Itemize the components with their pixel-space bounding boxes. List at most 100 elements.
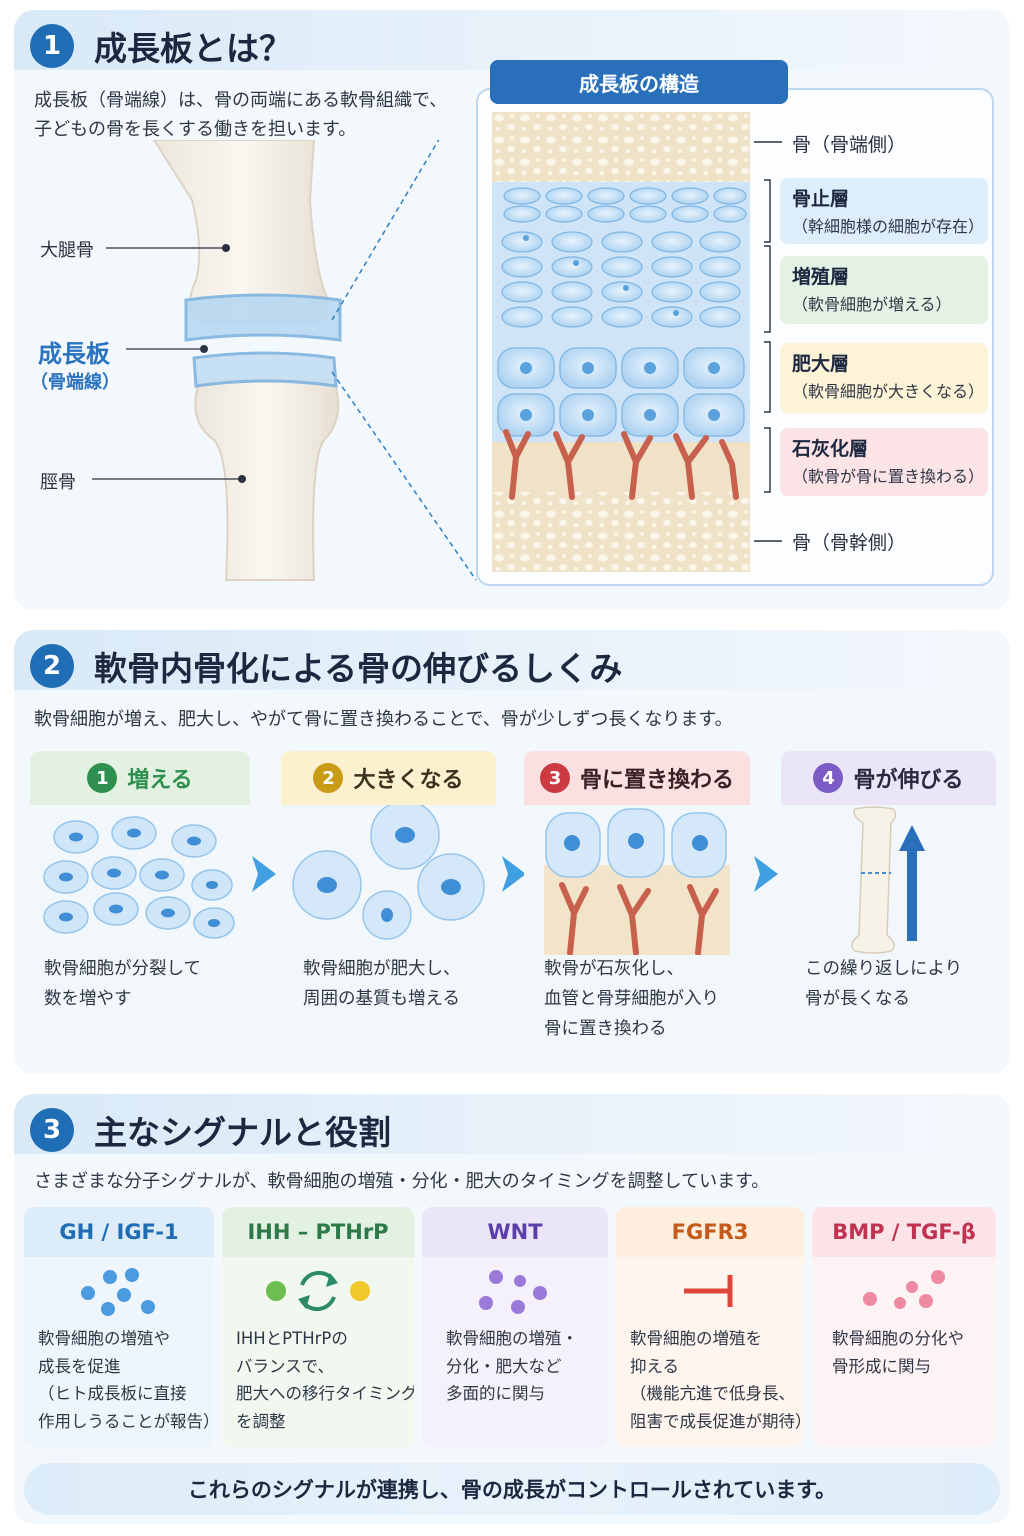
step-arrow-icon — [754, 856, 778, 892]
layer-desc: （軟骨細胞が大きくなる） — [792, 382, 985, 401]
section-title: 主なシグナルと役割 — [94, 1113, 391, 1152]
signal-description: 軟骨細胞の増殖や 成長を促進 （ヒト成長板に直接 作用しうることが報告） — [38, 1325, 214, 1435]
step-card-ossify: 3 骨に置き換わる 軟骨が石灰化し、 血管と骨芽細胞が入り 骨に置き換わる — [524, 751, 750, 1051]
signal-line: （機能亢進で低身長、 — [630, 1384, 795, 1403]
section-title: 成長板とは？ — [94, 29, 292, 68]
signal-line: 阻害で成長促進が期待） — [630, 1411, 804, 1431]
signal-line: 多面的に関与 — [446, 1384, 545, 1403]
step-arrow-icon — [252, 856, 276, 892]
section-header — [14, 1094, 1010, 1154]
signal-description: IHHとPTHrPの バランスで、 肥大への移行タイミング を調整 — [236, 1325, 414, 1435]
calcification-illustration — [544, 808, 730, 955]
bone-epiphysis-label: 骨（骨端側） — [792, 134, 907, 156]
section-header — [14, 630, 1010, 690]
growth-plate-sublabel: （骨端線） — [30, 372, 120, 393]
signal-card-bmp-tgfb: BMP / TGF-β 軟骨細胞の分化や 骨形成に関与 — [812, 1207, 996, 1447]
section3-lead: さまざまな分子シグナルが、軟骨細胞の増殖・分化・肥大のタイミングを調整しています… — [34, 1171, 770, 1192]
signal-name: FGFR3 — [616, 1207, 804, 1257]
structure-title-banner: 成長板の構造 — [490, 60, 788, 104]
section-title: 軟骨内骨化による骨の伸びるしくみ — [94, 649, 623, 688]
bone-diaphysis-label: 骨（骨幹側） — [792, 532, 907, 554]
feedback-loop-icon — [266, 1270, 370, 1312]
layer-resting: 骨止層 （幹細胞様の細胞が存在） — [780, 178, 988, 244]
signal-name: WNT — [422, 1207, 608, 1257]
layer-desc: （軟骨細胞が増える） — [792, 295, 952, 314]
signal-line: 作用しうることが報告） — [38, 1411, 214, 1431]
signal-description: 軟骨細胞の増殖を 抑える （機能亢進で低身長、 阻害で成長促進が期待） — [630, 1325, 804, 1435]
step-line: 骨が長くなる — [805, 989, 910, 1009]
inhibition-icon — [684, 1275, 733, 1307]
step-title: 大きくなる — [353, 768, 464, 793]
signal-card-fgfr3: FGFR3 軟骨細胞の増殖を 抑える （機能亢進で低身長、 阻害で成長促進が期待… — [616, 1207, 804, 1447]
step-line: 周囲の基質も増える — [303, 989, 460, 1009]
knee-illustration — [92, 140, 477, 581]
signal-line: 分化・肥大など — [446, 1356, 562, 1376]
step-card-lengthen: 4 骨が伸びる この繰り返しにより 骨が長くなる — [781, 751, 996, 1051]
summary-text: これらのシグナルが連携し、骨の成長がコントロールされています。 — [187, 1478, 837, 1502]
bottom-connector — [754, 540, 782, 542]
tibia-label: 脛骨 — [40, 472, 76, 493]
hypertrophic-cells-illustration — [292, 805, 485, 940]
signal-name: IHH – PTHrP — [222, 1207, 414, 1257]
signal-card-wnt: WNT 軟骨細胞の増殖・ 分化・肥大など 多面的に関与 — [422, 1207, 608, 1447]
step-description: この繰り返しにより 骨が長くなる — [805, 954, 988, 1014]
step-description: 軟骨細胞が分裂して 数を増やす — [44, 954, 242, 1014]
section-number-badge: 3 — [30, 1108, 74, 1152]
step-title: 増える — [127, 768, 193, 793]
step-header: 1 増える — [30, 751, 250, 805]
femur-label: 大腿骨 — [40, 240, 94, 261]
signal-line: 成長を促進 — [38, 1356, 121, 1376]
layer-name: 増殖層 — [792, 266, 850, 288]
step-number: 3 — [539, 763, 570, 793]
signal-line: 軟骨細胞の増殖を — [630, 1329, 762, 1348]
growth-plate-cross-section — [492, 112, 750, 572]
step-title: 骨に置き換わる — [579, 768, 734, 793]
step-description: 軟骨が石灰化し、 血管と骨芽細胞が入り 骨に置き換わる — [544, 954, 742, 1044]
signal-line: を調整 — [236, 1411, 286, 1431]
layer-calcification: 石灰化層 （軟骨が骨に置き換わる） — [780, 428, 988, 496]
cells-dividing-illustration — [43, 816, 235, 939]
growth-plate-label: 成長板 — [38, 340, 110, 368]
structure-title: 成長板の構造 — [579, 71, 699, 96]
step-number: 2 — [313, 763, 344, 793]
section-number-badge: 1 — [30, 24, 74, 68]
step-number: 4 — [813, 763, 844, 793]
signal-name: BMP / TGF-β — [812, 1207, 996, 1257]
step-line: 軟骨細胞が肥大し、 — [303, 959, 461, 979]
signal-line: 軟骨細胞の分化や — [832, 1329, 964, 1348]
step-line: 骨に置き換わる — [544, 1019, 667, 1039]
step-number: 1 — [87, 763, 118, 793]
step-header: 3 骨に置き換わる — [524, 751, 750, 805]
signal-line: 軟骨細胞の増殖や — [38, 1329, 170, 1348]
section1-lead-line-2: 子どもの骨を長くする働きを担います。 — [34, 119, 357, 140]
layer-hypertrophic: 肥大層 （軟骨細胞が大きくなる） — [780, 343, 988, 413]
molecule-dots-icon — [81, 1268, 155, 1316]
layer-desc: （軟骨が骨に置き換わる） — [792, 467, 985, 486]
signal-line: バランスで、 — [236, 1356, 335, 1376]
step-line: 軟骨細胞が分裂して — [44, 959, 201, 979]
step-arrow-icon — [502, 856, 526, 892]
layer-name: 石灰化層 — [792, 438, 869, 460]
section1-lead-line-1: 成長板（骨端線）は、骨の両端にある軟骨組織で、 — [34, 90, 448, 111]
step-header: 4 骨が伸びる — [781, 751, 996, 805]
signal-line: （ヒト成長板に直接 — [38, 1384, 187, 1403]
step-title: 骨が伸びる — [853, 768, 964, 793]
layer-name: 骨止層 — [792, 188, 850, 210]
signal-card-gh-igf1: GH / IGF-1 軟骨細胞の増殖や 成長を促進 （ヒト成長板に直接 作用しう… — [24, 1207, 214, 1447]
signal-name: GH / IGF-1 — [24, 1207, 214, 1257]
layer-desc: （幹細胞様の細胞が存在） — [792, 217, 985, 236]
step-description: 軟骨細胞が肥大し、 周囲の基質も増える — [303, 954, 488, 1014]
signal-card-ihh-pthrp: IHH – PTHrP IHHとPTHrPの バランスで、 肥大への移行タイミン… — [222, 1207, 414, 1447]
step-header: 2 大きくなる — [281, 751, 496, 805]
step-line: この繰り返しにより — [805, 959, 963, 979]
step-line: 数を増やす — [44, 989, 132, 1009]
signal-description: 軟骨細胞の増殖・ 分化・肥大など 多面的に関与 — [446, 1325, 604, 1408]
section-number-badge: 2 — [30, 644, 74, 688]
summary-banner: これらのシグナルが連携し、骨の成長がコントロールされています。 — [24, 1463, 1000, 1515]
layer-name: 肥大層 — [792, 353, 850, 375]
signal-line: 骨形成に関与 — [832, 1356, 931, 1376]
bone-lengthening-illustration — [851, 806, 925, 954]
step-line: 血管と骨芽細胞が入り — [544, 989, 719, 1009]
signal-line: IHHとPTHrPの — [236, 1329, 348, 1348]
signal-line: 肥大への移行タイミング — [236, 1384, 414, 1403]
